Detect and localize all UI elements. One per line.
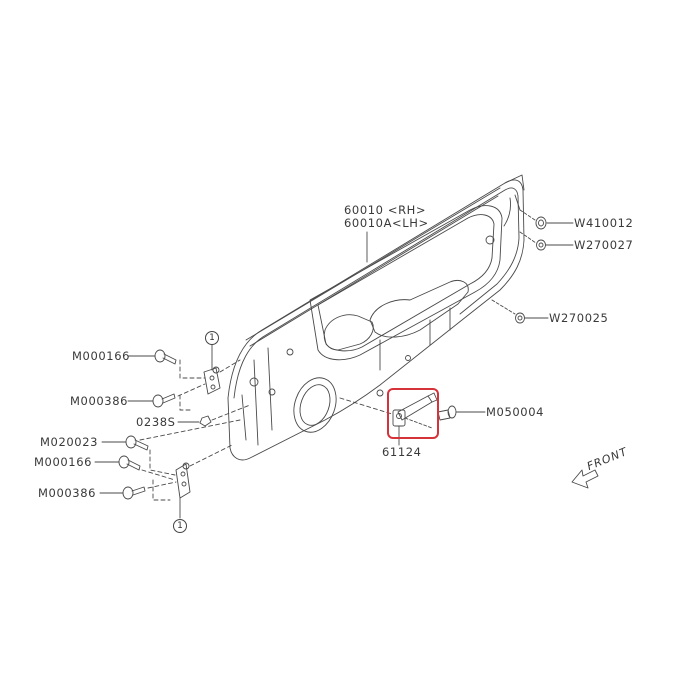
part-label-60010a-lh: 60010A<LH>	[344, 216, 429, 230]
part-label-m000166-upper: M000166	[72, 349, 131, 363]
part-label-m000166-lower: M000166	[34, 455, 93, 469]
door-panel-outline	[227, 174, 525, 461]
callout-lower-hinge: 1	[173, 519, 187, 533]
part-label-w270025: W270025	[549, 311, 609, 325]
door-check-61124	[339, 392, 438, 446]
front-arrow-icon	[571, 469, 599, 489]
part-label-w270027: W270027	[574, 238, 634, 252]
fastener-w270025	[491, 299, 549, 324]
part-label-0238s: 0238S	[136, 415, 176, 429]
part-label-m050004: M050004	[486, 405, 545, 419]
upper-hinge-group	[127, 343, 251, 441]
fastener-w270027	[519, 231, 574, 251]
fastener-w410012	[519, 209, 574, 230]
part-label-w410012: W410012	[574, 216, 634, 230]
part-label-60010-rh: 60010 <RH>	[344, 203, 427, 217]
callout-upper-hinge: 1	[205, 331, 219, 345]
part-label-m000386-lower: M000386	[38, 486, 97, 500]
part-label-61124: 61124	[382, 445, 422, 459]
part-label-m020023: M020023	[40, 435, 99, 449]
bolt-m050004	[437, 405, 486, 421]
part-label-m000386-upper: M000386	[70, 394, 129, 408]
highlight-box-61124	[387, 388, 439, 439]
lower-hinge-group	[94, 435, 233, 519]
